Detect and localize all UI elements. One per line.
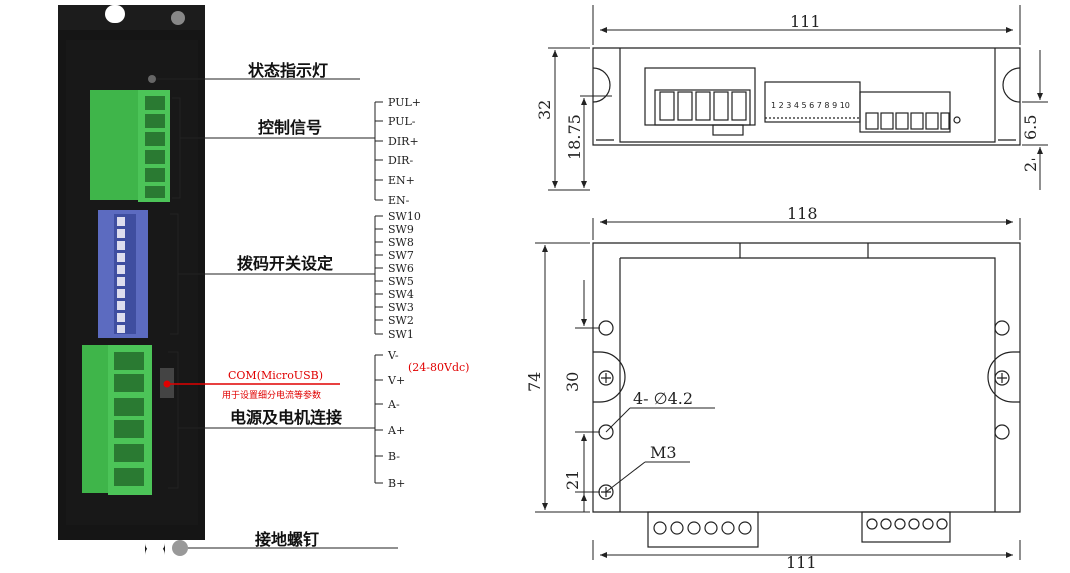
dim-screw-note: M3 <box>650 443 677 462</box>
dim-height-32: 32 <box>535 100 554 120</box>
pin-pul-plus: PUL+ <box>388 96 421 109</box>
pin-v-plus: V+ <box>387 374 405 387</box>
label-ground-screw: 接地螺钉 <box>255 530 319 549</box>
pin-a-plus: A+ <box>387 424 405 437</box>
label-power-motor: 电源及电机连接 <box>230 408 342 427</box>
pin-sw5: SW5 <box>388 275 414 288</box>
dim-height-6-5: 6.5 <box>1021 115 1040 140</box>
status-led-icon <box>148 75 156 83</box>
pin-sw4: SW4 <box>388 288 414 301</box>
dim-mid-width: 118 <box>787 204 818 223</box>
pin-sw1: SW1 <box>388 328 414 341</box>
label-com: COM(MicroUSB) <box>228 369 323 382</box>
dim-bottom-width: 111 <box>786 553 817 572</box>
pin-sw7: SW7 <box>388 249 414 262</box>
pin-b-minus: B- <box>388 450 400 463</box>
top-screw-icon <box>171 11 185 25</box>
pin-b-plus: B+ <box>388 477 405 490</box>
com-dot-icon <box>163 380 171 388</box>
pin-v-minus: V- <box>387 349 399 362</box>
pin-dir-plus: DIR+ <box>388 135 419 148</box>
pin-en-plus: EN+ <box>388 174 415 187</box>
dim-hole-note: 4- ∅4.2 <box>633 389 693 408</box>
dim-side-30: 30 <box>563 372 582 392</box>
pin-dir-minus: DIR- <box>388 154 413 167</box>
pin-sw9: SW9 <box>388 223 414 236</box>
top-end-view <box>592 47 1021 146</box>
control-terminal <box>90 90 170 202</box>
dim-height-18-75: 18.75 <box>565 114 584 160</box>
power-terminal <box>82 345 174 495</box>
label-status-led: 状态指示灯 <box>248 61 328 80</box>
dim-side-74: 74 <box>525 372 544 392</box>
pin-sw8: SW8 <box>388 236 414 249</box>
label-voltage: (24-80Vdc) <box>408 361 469 374</box>
label-control-signal: 控制信号 <box>258 118 322 137</box>
dim-dash: - <box>1031 151 1036 167</box>
pin-sw6: SW6 <box>388 262 414 275</box>
pin-sw2: SW2 <box>388 314 414 327</box>
ground-screw-icon <box>172 540 188 556</box>
pin-sw3: SW3 <box>388 301 414 314</box>
pin-pul-minus: PUL- <box>388 115 416 128</box>
dip-number-row: 1 2 3 4 5 6 7 8 9 10 <box>771 101 850 110</box>
label-com-note: 用于设置细分电流等参数 <box>222 389 321 401</box>
pin-a-minus: A- <box>387 398 400 411</box>
label-dip-switch: 拨码开关设定 <box>237 254 333 273</box>
bottom-dimension-lines <box>535 218 1021 560</box>
dim-height-2: 2 <box>1021 162 1040 172</box>
callout-lines <box>156 78 398 549</box>
dim-top-width: 111 <box>790 12 821 31</box>
driver-front-view <box>58 5 205 556</box>
top-dimension-lines <box>548 5 1048 191</box>
pin-en-minus: EN- <box>388 194 410 207</box>
dip-switch-block <box>98 210 148 338</box>
bottom-top-view <box>592 242 1021 548</box>
pin-sw10: SW10 <box>388 210 421 223</box>
dim-side-21: 21 <box>563 470 582 490</box>
